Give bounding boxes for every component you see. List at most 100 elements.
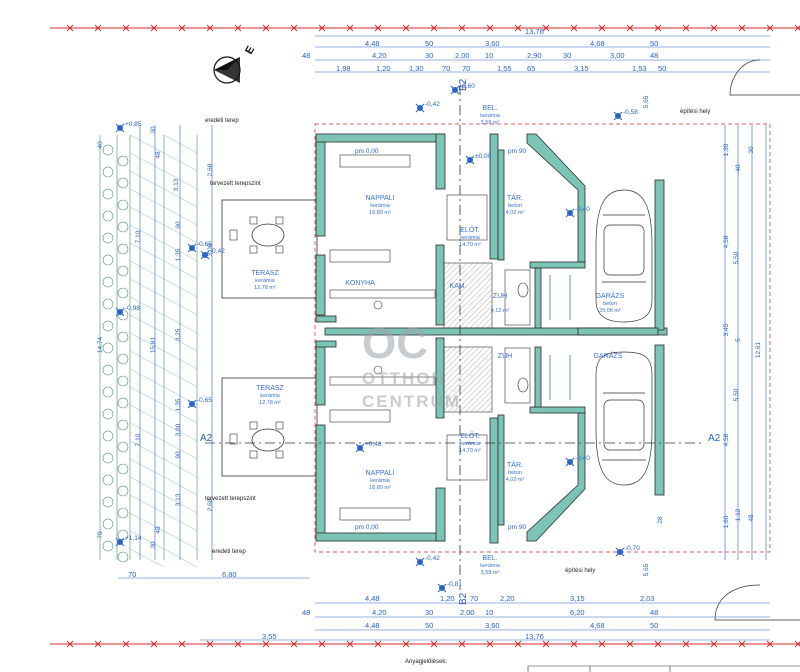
room-area: 12,78 m² xyxy=(259,400,281,406)
level-dot-icon xyxy=(617,549,623,555)
right-dimension: 5,65 xyxy=(643,563,650,576)
right-dimension: 5,50 xyxy=(733,388,740,401)
top-dimension-texts: 13,76 4,48 50 3,60 4,68 50 48 4,20 30 2,… xyxy=(302,27,666,73)
section-a-right: A2 xyxy=(708,433,721,444)
level-dot-icon xyxy=(117,125,123,131)
level-marker: -0,81 xyxy=(437,581,462,593)
property-cross-mark xyxy=(682,24,690,32)
property-cross-mark xyxy=(514,24,522,32)
level-marker: -0,40 xyxy=(565,206,590,218)
hedge-plant xyxy=(117,529,129,541)
walls xyxy=(315,133,668,544)
svg-text:2,00: 2,00 xyxy=(455,51,470,60)
level-value: -0,98 xyxy=(125,305,140,312)
hedge-hatch xyxy=(163,548,198,568)
hedge-hatch xyxy=(163,206,198,226)
room-area: 12,78 m² xyxy=(254,285,276,291)
property-cross-mark xyxy=(94,24,102,32)
property-cross-mark xyxy=(654,24,662,32)
level-markers: +0,85-0,65-0,42-0,98-0,65+1,14-0,42-0,58… xyxy=(115,83,640,593)
svg-text:6,80: 6,80 xyxy=(222,570,237,579)
left-dimension: 7,10 xyxy=(135,433,142,446)
car-upper xyxy=(595,189,653,323)
property-cross-mark xyxy=(150,24,158,32)
level-dot-icon xyxy=(417,559,423,565)
left-dimension: 1,35 xyxy=(175,248,182,261)
svg-text:6,20: 6,20 xyxy=(570,608,585,617)
svg-text:3,15: 3,15 xyxy=(574,64,589,73)
property-cross-mark xyxy=(262,24,270,32)
room-area: 14,70 m² xyxy=(459,448,481,454)
room-name: GARÁZS xyxy=(594,351,623,360)
hedge-hatch xyxy=(129,332,165,352)
hedge-plant xyxy=(117,419,129,431)
property-cross-mark xyxy=(430,24,438,32)
level-dot-icon xyxy=(202,252,208,258)
room-label: ZUH xyxy=(498,353,512,360)
property-cross-mark xyxy=(234,640,242,648)
hedge-plant xyxy=(117,397,129,409)
svg-text:4,48: 4,48 xyxy=(365,39,380,48)
hedge-hatch xyxy=(163,494,198,514)
hedge-hatch xyxy=(129,404,165,424)
level-value: -0,40 xyxy=(575,455,590,462)
hedge-hatch xyxy=(163,422,198,442)
room-label: KONYHA xyxy=(345,280,375,287)
hedge-hatch xyxy=(163,350,198,370)
hedge-hatch xyxy=(163,332,198,352)
hedge-hatch xyxy=(163,314,198,334)
level-dot-icon xyxy=(567,459,573,465)
svg-text:4,20: 4,20 xyxy=(372,608,387,617)
hedge-hatch xyxy=(163,476,198,496)
svg-text:4,68: 4,68 xyxy=(590,39,605,48)
svg-text:10: 10 xyxy=(485,51,493,60)
section-marks: A2 A2 B2 B2 xyxy=(200,78,721,605)
dashed-build-line xyxy=(314,123,771,553)
hedge-hatch xyxy=(129,278,165,298)
level-marker: -0,40 xyxy=(565,455,590,467)
svg-text:30: 30 xyxy=(425,608,433,617)
property-lines xyxy=(50,27,800,645)
property-crosses xyxy=(66,24,800,648)
property-cross-mark xyxy=(766,24,774,32)
level-value: -0,58 xyxy=(623,109,638,116)
svg-text:30: 30 xyxy=(563,51,571,60)
level-marker: -0,60 xyxy=(450,83,475,95)
property-cross-mark xyxy=(262,640,270,648)
level-value: +1,14 xyxy=(125,535,142,542)
svg-text:70: 70 xyxy=(462,64,470,73)
svg-text:2,03: 2,03 xyxy=(640,594,655,603)
level-marker: -0,42 xyxy=(415,101,440,113)
level-dot-icon xyxy=(357,445,363,451)
hedge-plant xyxy=(102,232,114,244)
svg-text:1,55: 1,55 xyxy=(497,64,512,73)
hedge-hatch xyxy=(129,440,165,460)
property-cross-mark xyxy=(542,24,550,32)
right-dimension: 48 xyxy=(735,164,742,172)
property-cross-mark xyxy=(598,24,606,32)
room-name: ZUH xyxy=(498,353,512,360)
level-value: +0,85 xyxy=(125,121,142,128)
stair-lower xyxy=(443,346,493,413)
room-material: beton xyxy=(508,203,522,209)
svg-text:3,15: 3,15 xyxy=(570,594,585,603)
left-dimension: 30 xyxy=(150,541,157,549)
property-cross-mark xyxy=(738,640,746,648)
property-cross-mark xyxy=(514,640,522,648)
svg-text:1,20: 1,20 xyxy=(440,594,455,603)
hedge-hatch xyxy=(129,530,165,550)
hedge-plant xyxy=(102,474,114,486)
hedge-hatch xyxy=(129,314,165,334)
left-dimension: 90 xyxy=(175,451,182,459)
room-area: 16,80 m² xyxy=(369,485,391,491)
hedge-hatch xyxy=(163,296,198,316)
hedge-hatch xyxy=(163,368,198,388)
room-label: KAM. xyxy=(449,283,466,290)
property-cross-mark xyxy=(570,640,578,648)
hedge-plant xyxy=(102,540,114,552)
